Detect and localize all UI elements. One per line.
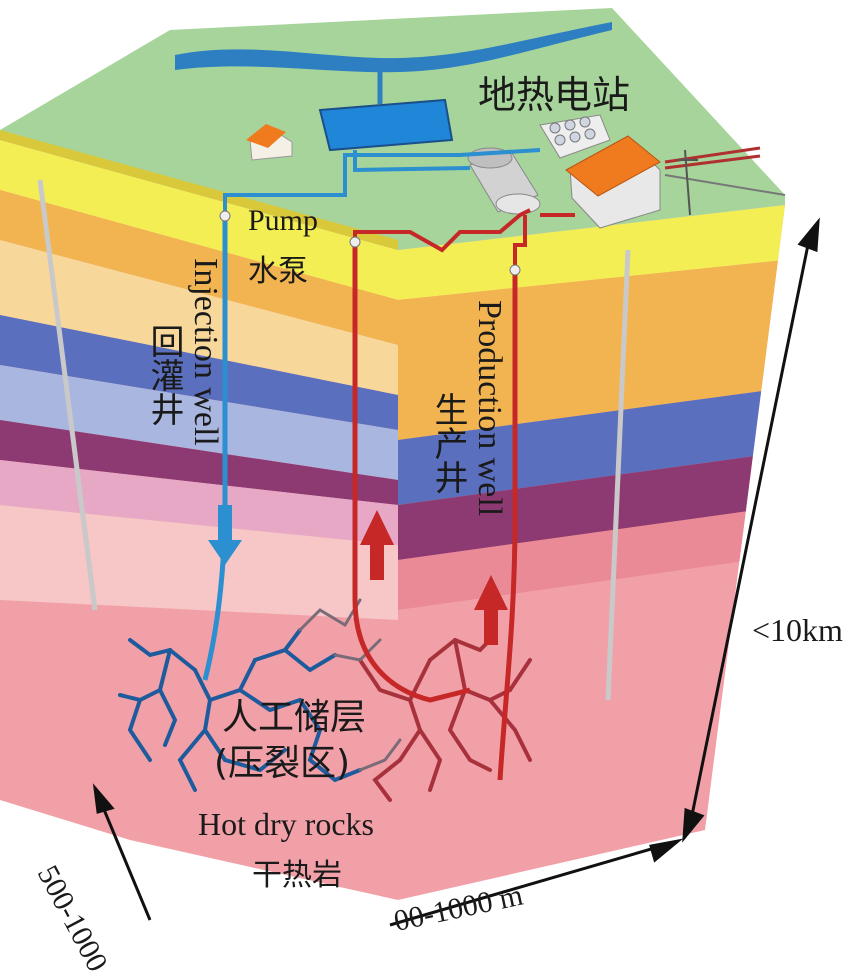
river (175, 22, 612, 73)
label-injection-en: Injection well (187, 258, 224, 446)
layer-yellow-right (398, 205, 785, 300)
production-arrow-icon (360, 510, 394, 580)
label-production-cn: 生产井 (428, 392, 468, 494)
layer-blue (0, 315, 398, 430)
fracture-network-red (358, 633, 532, 802)
injection-arrow-icon (208, 505, 242, 565)
fracture-network-grey (298, 598, 402, 772)
production-arrow-icon-2 (474, 575, 508, 645)
label-hot-dry-rocks-en: Hot dry rocks (198, 806, 374, 842)
production-surface-pipe (353, 208, 575, 268)
label-pump-cn: 水泵 (248, 254, 308, 289)
label-production-en: Production well (471, 300, 508, 517)
layer-purple (0, 420, 398, 505)
layer-light-pink (0, 505, 398, 620)
label-hot-dry-rocks-cn: 干热岩 (252, 858, 342, 893)
power-plant (539, 114, 661, 229)
layer-pink (0, 460, 398, 545)
label-injection-cn: 回灌井 (144, 324, 184, 426)
surface-edge-left (0, 130, 398, 250)
layer-light-blue (0, 365, 398, 480)
layer-blue-right (398, 390, 770, 505)
water-pond (318, 98, 454, 152)
label-reservoir-line1: 人工储层 (222, 697, 367, 738)
layer-purple-right (398, 455, 762, 560)
layer-yellow (0, 140, 398, 300)
layer-orange-right (398, 260, 785, 440)
fracture-network-blue (118, 628, 362, 792)
layer-orange (0, 190, 398, 345)
block-diagram-svg (0, 8, 820, 927)
layer-light-orange (0, 240, 398, 395)
egs-diagram: 地热电站 Pump 水泵 回灌井 Injection well 生产井 Prod… (0, 8, 843, 977)
label-depth: <10km (752, 612, 843, 648)
label-power-station: 地热电站 (478, 73, 631, 117)
right-face-layers (398, 205, 785, 900)
injection-well (202, 210, 242, 681)
dimension-arrows (92, 217, 820, 927)
front-face-layers (0, 140, 398, 900)
house-icon (246, 124, 293, 161)
well-left-edge (37, 179, 98, 611)
label-reservoir-line2: (压裂区) (214, 743, 351, 784)
label-pump-en: Pump (248, 204, 319, 237)
production-wells (349, 236, 521, 781)
well-right-edge (605, 249, 631, 701)
power-lines (664, 146, 786, 216)
injection-surface-pipe (223, 148, 541, 215)
